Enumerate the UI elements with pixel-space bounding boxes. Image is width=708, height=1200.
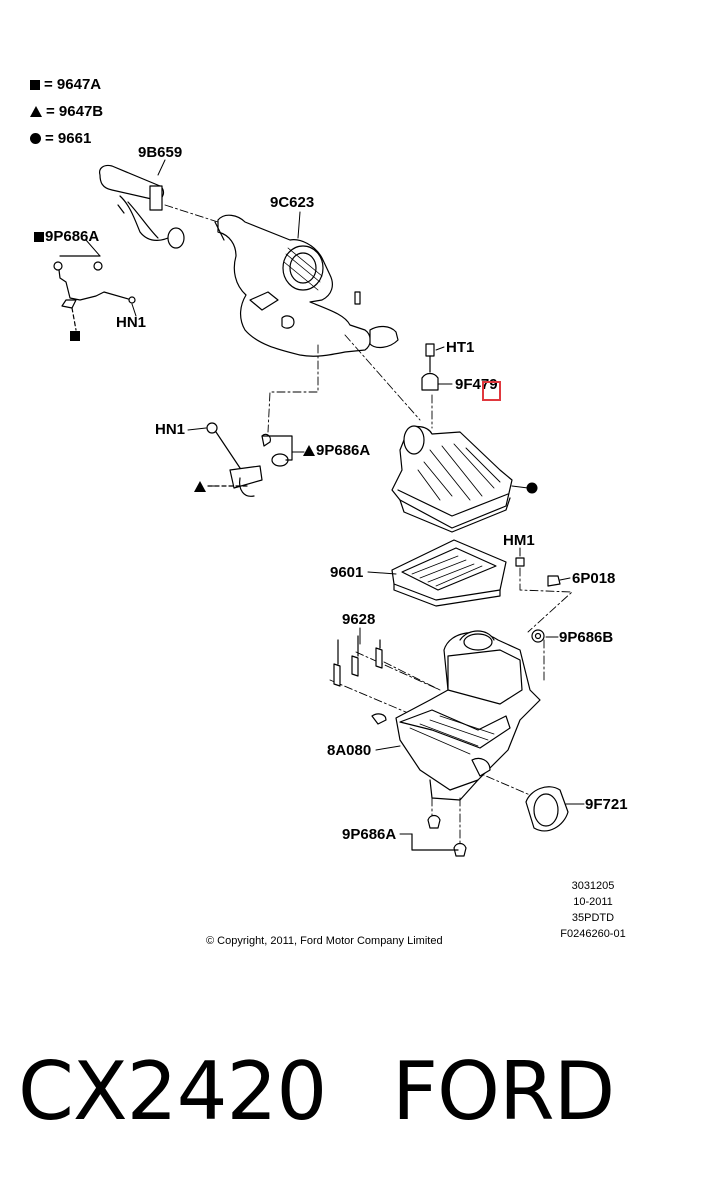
air-cleaner-cover-part — [391, 425, 513, 533]
doc-info-line: 10-2011 — [573, 896, 613, 908]
intake-tube-part — [99, 164, 185, 249]
square-marker-icon — [70, 331, 80, 341]
callout-8a080: 8A080 — [327, 742, 372, 759]
callout-9601: 9601 — [330, 564, 364, 581]
square-icon — [30, 79, 40, 90]
callout-text: 9P686A — [316, 442, 371, 459]
callout-9b659: 9B659 — [138, 144, 183, 161]
triangle-icon — [303, 445, 315, 456]
legend-text: = 9661 — [45, 130, 92, 147]
grommet-part — [531, 629, 545, 643]
triangle-marker-icon — [194, 481, 206, 492]
callout-hn1-mid: HN1 — [155, 421, 186, 438]
legend-item-9661: = 9661 — [30, 130, 91, 147]
legend-text: = 9647B — [46, 103, 104, 120]
circle-marker-icon — [526, 482, 538, 494]
legend-item-9647a: = 9647A — [30, 76, 101, 93]
callout-9p686b: 9P686B — [559, 629, 614, 646]
clip-assembly-mid — [206, 422, 293, 497]
callout-9p686a-bottom: 9P686A — [342, 826, 397, 843]
bottom-grommets — [411, 814, 467, 857]
callout-9c623: 9C623 — [270, 194, 315, 211]
callout-ht1: HT1 — [446, 339, 475, 356]
callout-9f721: 9F721 — [585, 796, 628, 813]
callout-9628: 9628 — [342, 611, 376, 628]
air-filter-part — [391, 539, 507, 607]
circle-icon — [30, 133, 41, 144]
sensor-part — [421, 343, 439, 391]
callout-hm1: HM1 — [503, 532, 535, 549]
callout-hn1-top: HN1 — [116, 314, 147, 331]
callout-text: 9P686A — [45, 228, 100, 245]
doc-info-line: 3031205 — [571, 880, 615, 892]
bolt-part — [515, 557, 561, 587]
lower-housing-part — [371, 630, 541, 801]
clips-part — [333, 635, 383, 687]
doc-info-line: 35PDTD — [571, 912, 615, 924]
doc-info-line: F0246260-01 — [560, 928, 626, 940]
triangle-icon — [30, 106, 42, 117]
legend-text: = 9647A — [44, 76, 102, 93]
callout-9f479: 9F479 — [455, 376, 498, 393]
part-number-text: CX2420 — [18, 1045, 327, 1138]
callout-6p018: 6P018 — [572, 570, 616, 587]
square-icon — [34, 231, 44, 242]
copyright-text: © Copyright, 2011, Ford Motor Company Li… — [206, 935, 443, 947]
air-duct-part — [214, 214, 399, 357]
highlight-box — [482, 381, 501, 401]
brand-text: FORD — [392, 1045, 615, 1138]
resonator-part — [525, 786, 569, 832]
exploded-parts-diagram — [53, 159, 585, 857]
callout-9p686a-triangle: 9P686A — [303, 443, 370, 458]
legend-item-9647b: = 9647B — [30, 103, 103, 120]
doc-info-block: 3031205 10-2011 35PDTD F0246260-01 — [548, 878, 638, 942]
clip-assembly-left — [53, 255, 136, 331]
callout-9p686a-square: 9P686A — [34, 229, 99, 244]
